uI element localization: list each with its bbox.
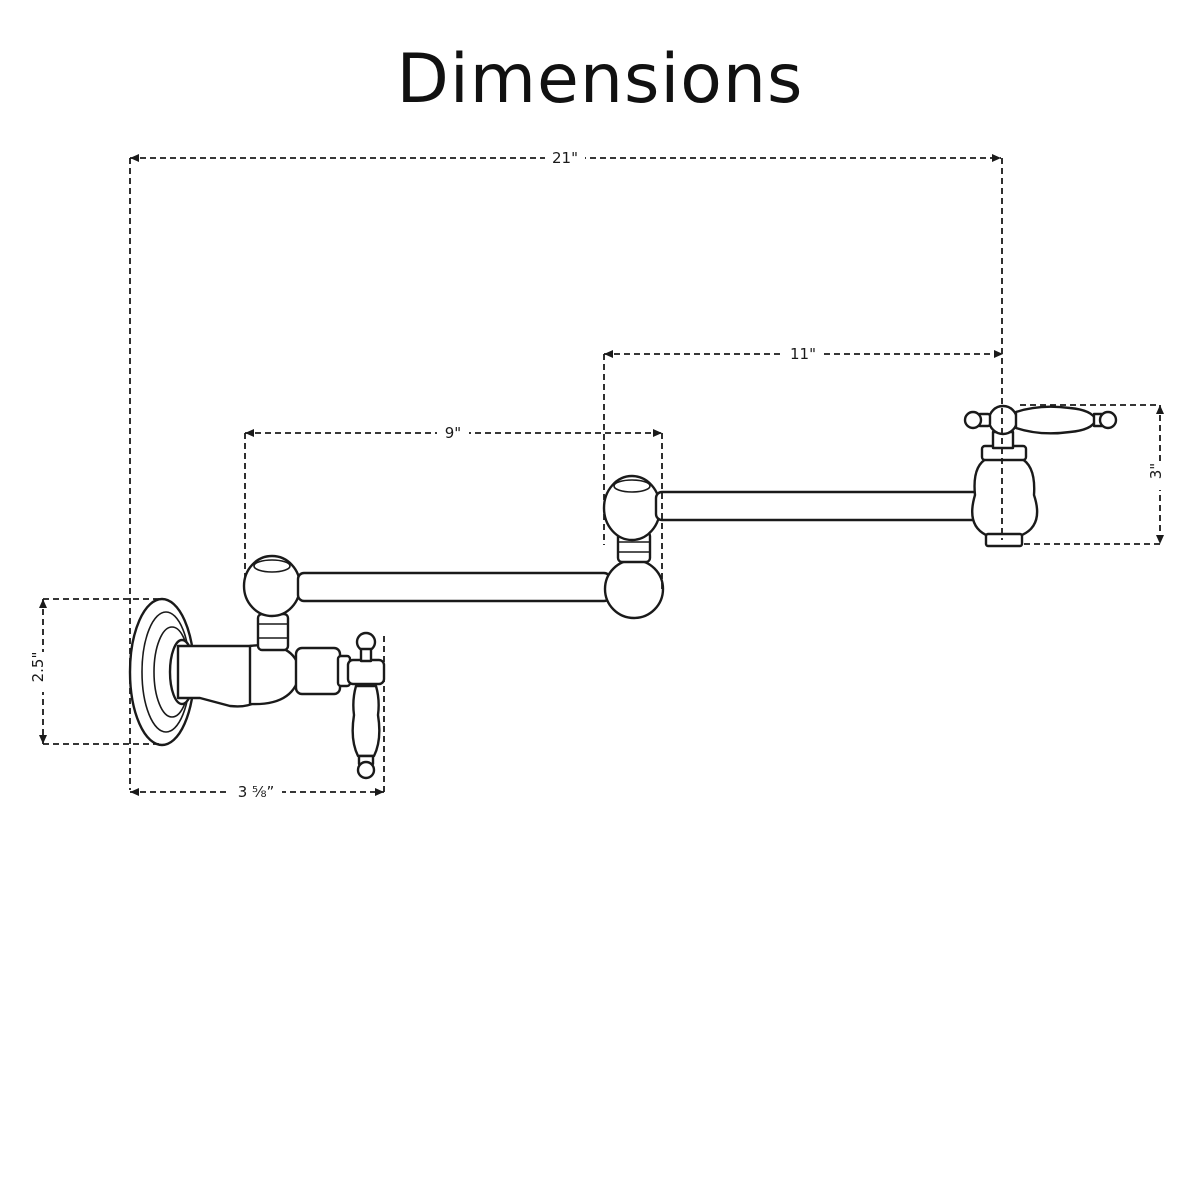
dimension-first-arm: 9" <box>244 422 663 590</box>
flange-height-label: 2.5" <box>29 652 47 683</box>
pot-filler-faucet <box>128 404 1118 780</box>
overall-length-label: 21" <box>552 149 578 167</box>
dimension-flange-height: 2.5" <box>29 598 160 745</box>
second-arm-label: 11" <box>790 345 816 363</box>
page-title: Dimensions <box>396 40 804 119</box>
first-arm-label: 9" <box>445 424 461 442</box>
dimension-spout-height: 3" <box>1020 404 1170 545</box>
dimension-second-arm: 11" <box>603 343 1003 545</box>
dimension-wall-depth: 3 ⅝” <box>130 636 385 803</box>
second-arm <box>654 490 984 522</box>
spout-end <box>963 404 1118 548</box>
first-arm <box>296 571 612 603</box>
spout-height-label: 3" <box>1147 463 1165 479</box>
dimension-overall-length: 21" <box>129 147 1003 790</box>
wall-valve-handle <box>346 631 386 780</box>
wall-depth-label: 3 ⅝” <box>238 783 275 801</box>
first-swivel-joint <box>242 554 302 652</box>
second-swivel-joint <box>602 474 665 620</box>
